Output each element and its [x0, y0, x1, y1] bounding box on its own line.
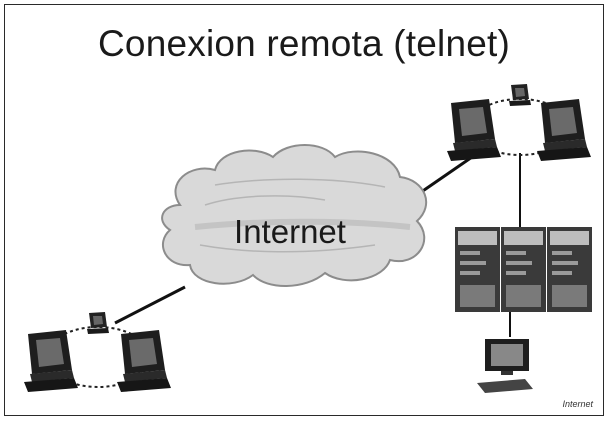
link-cloud-to-left-lan: [114, 285, 186, 325]
workstation-icon: [447, 99, 501, 161]
cloud-label: Internet: [234, 213, 346, 250]
workstation-icon: [24, 330, 78, 392]
slide: Conexion remota (telnet): [4, 4, 604, 416]
terminal-icon: [477, 339, 533, 393]
workstation-icon: [509, 84, 531, 106]
workstation-icon: [117, 330, 171, 392]
workstation-icon: [537, 99, 591, 161]
slide-title: Conexion remota (telnet): [98, 23, 510, 64]
server-rack-icon: [455, 227, 592, 312]
network-diagram: [24, 84, 592, 393]
workstation-icon: [87, 312, 109, 334]
caption: Internet: [562, 399, 593, 409]
network-cloud-icon: [161, 144, 428, 287]
